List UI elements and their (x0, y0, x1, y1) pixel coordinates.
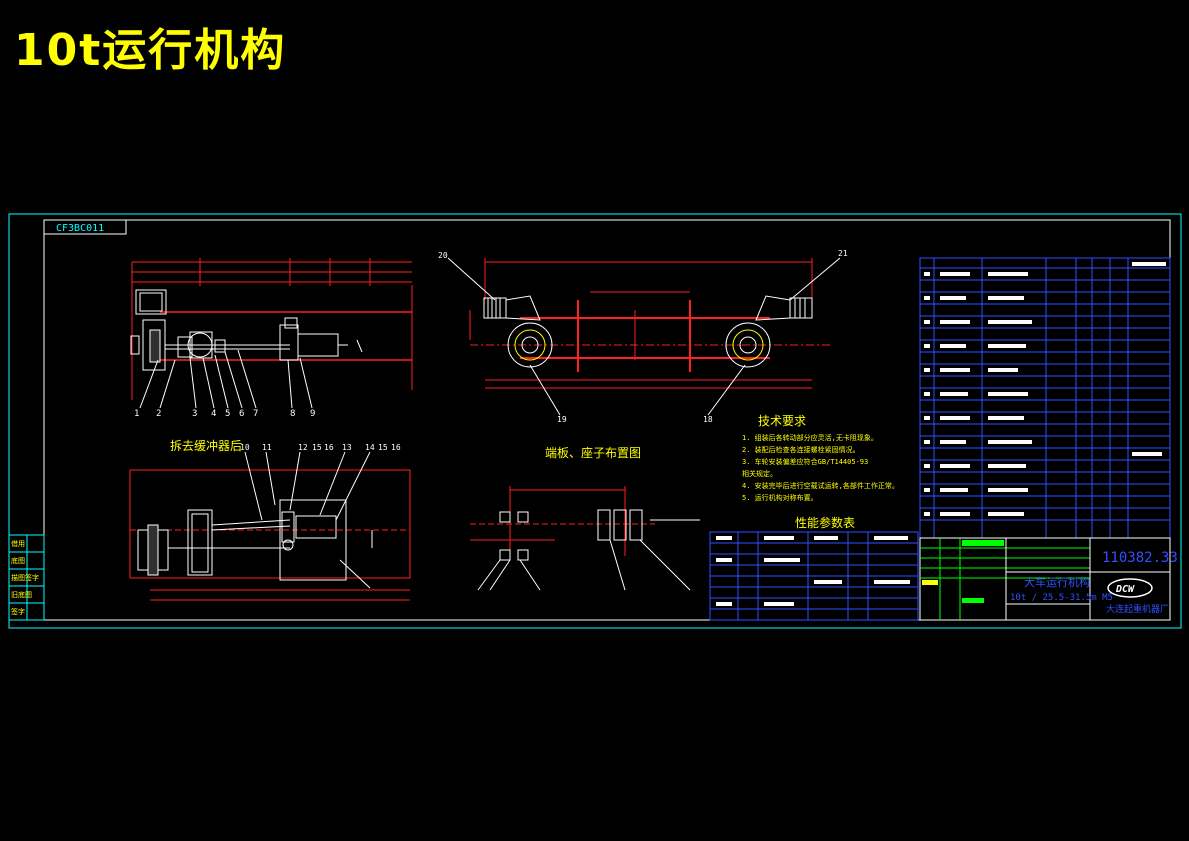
tech-line-2: 3. 车轮安装偏差应符合GB/T14405-93 (742, 457, 868, 466)
callout-6: 6 (239, 409, 244, 419)
title-block (919, 537, 1171, 621)
strip-label-2: 描图签字 (11, 573, 39, 582)
detail-callout-14: 14 (365, 443, 375, 452)
detail-callout-11: 11 (262, 443, 272, 452)
side-callout-18: 18 (703, 415, 713, 424)
parts-list-cells (924, 262, 1166, 516)
performance-table-heading: 性能参数表 (795, 515, 855, 530)
side-callout-21: 21 (838, 249, 848, 258)
tech-line-4: 4. 安装完毕后进行空载试运转,各部件工作正常。 (742, 481, 899, 490)
title-block-name: 大车运行机构 (1024, 575, 1090, 589)
tech-requirements: 1. 组装后各转动部分应灵活,无卡阻现象。 2. 装配后检查各连接螺栓紧固情况。… (742, 433, 899, 502)
side-callouts: 20 21 19 18 (438, 249, 848, 424)
strip-label-3: 旧底图 (11, 590, 32, 599)
tech-line-3: 相关规定。 (742, 469, 777, 478)
performance-table-cells (716, 536, 910, 606)
callout-2: 2 (156, 409, 161, 419)
callout-3: 3 (192, 409, 197, 419)
title-block-spec: 10t / 25.5-31.5m M5 (1010, 593, 1113, 603)
top-callouts: 1 2 3 4 5 6 7 8 9 (134, 409, 315, 419)
detail-callout-15: 15 (312, 443, 322, 452)
sheet-code-tag: CF3BC011 (43, 219, 127, 235)
outer-frame (8, 213, 1182, 629)
callout-1: 1 (134, 409, 139, 419)
left-strip: 借用 底图 描图签字 旧底图 签字 (8, 534, 45, 621)
side-callout-19: 19 (557, 415, 567, 424)
strip-label-1: 底图 (11, 556, 25, 565)
track-layout (470, 486, 700, 591)
detail-callout-10: 10 (240, 443, 250, 452)
strip-label-4: 签字 (11, 607, 25, 616)
parts-list (919, 257, 1171, 539)
detail-callouts: 10 11 12 15 16 13 14 15 16 (240, 443, 401, 452)
detail-view-heading: 拆去缓冲器后 (170, 438, 242, 453)
callout-5: 5 (225, 409, 230, 419)
strip-label-0: 借用 (11, 539, 25, 548)
page-title: 10t运行机构 (14, 25, 287, 76)
company-logo: DCW (1107, 578, 1153, 598)
company-name: 大连起重机器厂 (1106, 603, 1169, 615)
company-logo-text: DCW (1115, 584, 1135, 595)
track-layout-heading: 端板、座子布置图 (545, 445, 641, 460)
tech-line-1: 2. 装配后检查各连接螺栓紧固情况。 (742, 445, 860, 454)
tech-line-0: 1. 组装后各转动部分应灵活,无卡阻现象。 (742, 433, 878, 442)
side-view (447, 257, 841, 416)
detail-callout-16: 16 (324, 443, 334, 452)
top-plan-view (130, 258, 413, 409)
sheet-code: CF3BC011 (56, 223, 104, 234)
callout-8: 8 (290, 409, 295, 419)
detail-view (129, 451, 411, 601)
detail-callout-16b: 16 (391, 443, 401, 452)
drawing-number: 110382.33 (1102, 550, 1178, 566)
tech-line-5: 5. 运行机构对称布置。 (742, 493, 818, 502)
callout-7: 7 (253, 409, 258, 419)
performance-table (709, 531, 919, 621)
tech-requirements-heading: 技术要求 (758, 414, 806, 428)
detail-callout-15b: 15 (378, 443, 388, 452)
detail-callout-13: 13 (342, 443, 352, 452)
detail-callout-12: 12 (298, 443, 308, 452)
side-callout-20: 20 (438, 251, 448, 260)
callout-4: 4 (211, 409, 216, 419)
callout-9: 9 (310, 409, 315, 419)
